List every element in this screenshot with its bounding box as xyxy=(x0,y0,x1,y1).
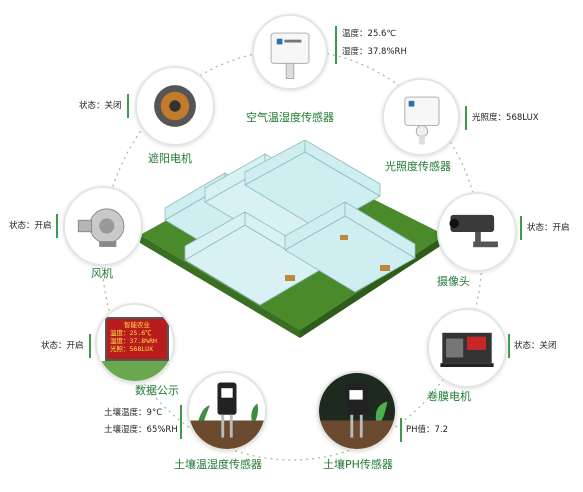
led-screen: 智能农业 温度：25.6℃ 湿度：37.8%RH 光照：568LUX xyxy=(105,317,169,361)
display-divider xyxy=(89,334,91,358)
air-sensor-icon xyxy=(270,32,310,79)
camera-icon xyxy=(449,214,498,248)
fan-status-label: 状态 xyxy=(9,221,35,231)
air-humidity-label: 湿度 xyxy=(342,47,368,57)
roller-motor-node xyxy=(427,308,507,388)
display-node: 智能农业 温度：25.6℃ 湿度：37.8%RH 光照：568LUX xyxy=(95,303,175,383)
light-label: 光照度 xyxy=(472,113,506,123)
shade-status-label: 状态 xyxy=(79,101,105,111)
soil-sensor-caption: 土壤温湿度传感器 xyxy=(174,458,262,471)
light-value: 568LUX xyxy=(506,113,539,123)
soil-sensor-icon xyxy=(189,382,265,449)
shade-motor-divider xyxy=(127,94,129,118)
light-sensor-divider xyxy=(465,106,467,130)
greenhouse-illustration xyxy=(140,140,445,338)
air-humidity-value: 37.8%RH xyxy=(367,47,407,57)
soil-humidity-value: 65%RH xyxy=(146,425,178,435)
roller-motor-status: 状态关闭 xyxy=(514,340,557,352)
camera-divider xyxy=(520,216,522,240)
air-sensor-readings: 温度25.6℃ 湿度37.8%RH xyxy=(342,28,407,58)
ph-sensor-node xyxy=(317,371,397,451)
roller-status-label: 状态 xyxy=(514,341,540,351)
air-temp-label: 温度 xyxy=(342,29,368,39)
soil-humidity-label: 土壤湿度 xyxy=(104,425,147,435)
ph-sensor-divider xyxy=(400,418,402,442)
greenhouse-row xyxy=(284,201,416,293)
shade-motor-status: 状态关闭 xyxy=(79,100,122,112)
soil-sensor-readings: 土壤温度9°C 土壤湿度65%RH xyxy=(104,407,178,436)
fan-status-value: 开启 xyxy=(34,221,52,231)
ph-value: 7.2 xyxy=(434,425,449,435)
air-sensor-caption: 空气温湿度传感器 xyxy=(246,111,334,124)
led-line: 光照：568LUX xyxy=(110,345,153,353)
camera-node xyxy=(437,192,517,272)
shade-motor-node xyxy=(135,66,215,146)
soil-sensor-divider xyxy=(180,405,182,439)
display-status-label: 状态 xyxy=(41,341,67,351)
fan-node xyxy=(63,186,143,266)
display-status-value: 开启 xyxy=(66,341,84,351)
fan-caption: 风机 xyxy=(91,267,113,280)
air-temp-value: 25.6℃ xyxy=(367,29,397,39)
fan-divider xyxy=(56,214,58,238)
fan-status: 状态开启 xyxy=(9,220,52,232)
greenhouse-beds xyxy=(285,235,390,281)
camera-status: 状态开启 xyxy=(527,222,570,234)
soil-sensor-node xyxy=(187,371,267,451)
light-sensor-readings: 光照度568LUX xyxy=(472,112,539,124)
display-caption: 数据公示 xyxy=(135,384,179,397)
led-line: 湿度：37.8%RH xyxy=(110,337,157,345)
shade-status-value: 关闭 xyxy=(104,101,122,111)
led-line: 温度：25.6℃ xyxy=(110,329,152,337)
soil-temp-value: 9°C xyxy=(146,408,163,418)
generator-icon xyxy=(440,332,494,367)
light-sensor-icon xyxy=(404,96,440,145)
ph-sensor-caption: 土壤PH传感器 xyxy=(323,458,393,471)
roller-motor-divider xyxy=(508,334,510,358)
light-sensor-caption: 光照度传感器 xyxy=(385,160,451,173)
camera-caption: 摄像头 xyxy=(437,275,470,288)
light-sensor-node xyxy=(382,78,460,156)
motor-icon xyxy=(154,85,196,127)
field-background xyxy=(97,361,173,381)
ph-label: PH值 xyxy=(406,425,435,435)
display-status: 状态开启 xyxy=(41,340,84,352)
led-title: 智能农业 xyxy=(124,321,150,329)
roller-motor-caption: 卷膜电机 xyxy=(427,390,471,403)
roller-status-value: 关闭 xyxy=(539,341,557,351)
ph-sensor-reading: PH值7.2 xyxy=(406,424,448,436)
shade-motor-caption: 遮阳电机 xyxy=(148,152,192,165)
air-sensor-divider xyxy=(335,26,337,64)
fan-icon xyxy=(77,208,125,247)
air-sensor-node xyxy=(252,14,328,90)
camera-status-label: 状态 xyxy=(527,223,553,233)
ph-sensor-icon xyxy=(319,373,395,449)
soil-temp-label: 土壤温度 xyxy=(104,408,147,418)
camera-status-value: 开启 xyxy=(552,223,570,233)
